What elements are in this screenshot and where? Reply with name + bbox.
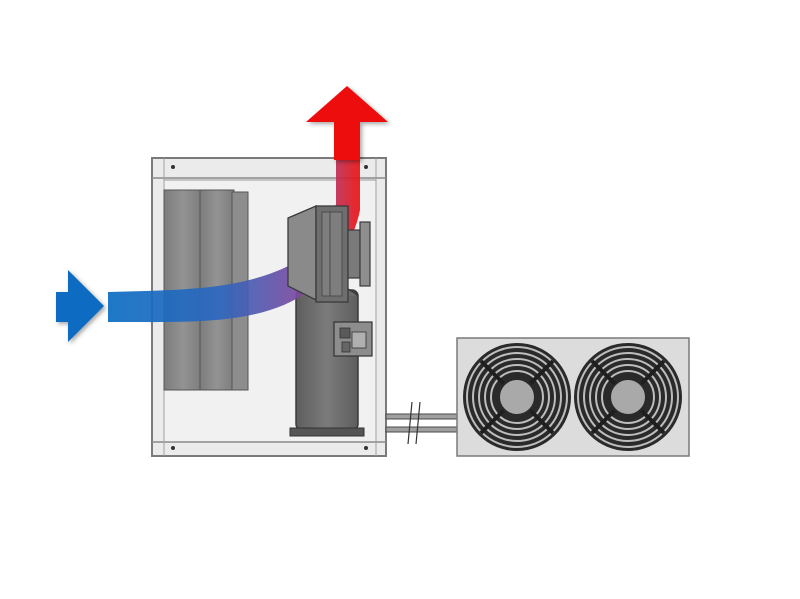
- fan-grille-icon: [574, 343, 682, 451]
- exhaust-air-arrow: [306, 86, 388, 160]
- inlet-air-arrow: [56, 270, 104, 342]
- fan-grille-icon: [463, 343, 571, 451]
- blower-fan: [287, 205, 371, 303]
- screw-icon: [364, 446, 368, 450]
- screw-icon: [171, 446, 175, 450]
- compressor: [289, 284, 373, 437]
- break-mark: [415, 401, 421, 445]
- break-mark: [407, 401, 413, 445]
- screw-icon: [364, 165, 368, 169]
- refrigerant-lines: [385, 401, 459, 445]
- terminal-box: [333, 321, 373, 357]
- screw-icon: [171, 165, 175, 169]
